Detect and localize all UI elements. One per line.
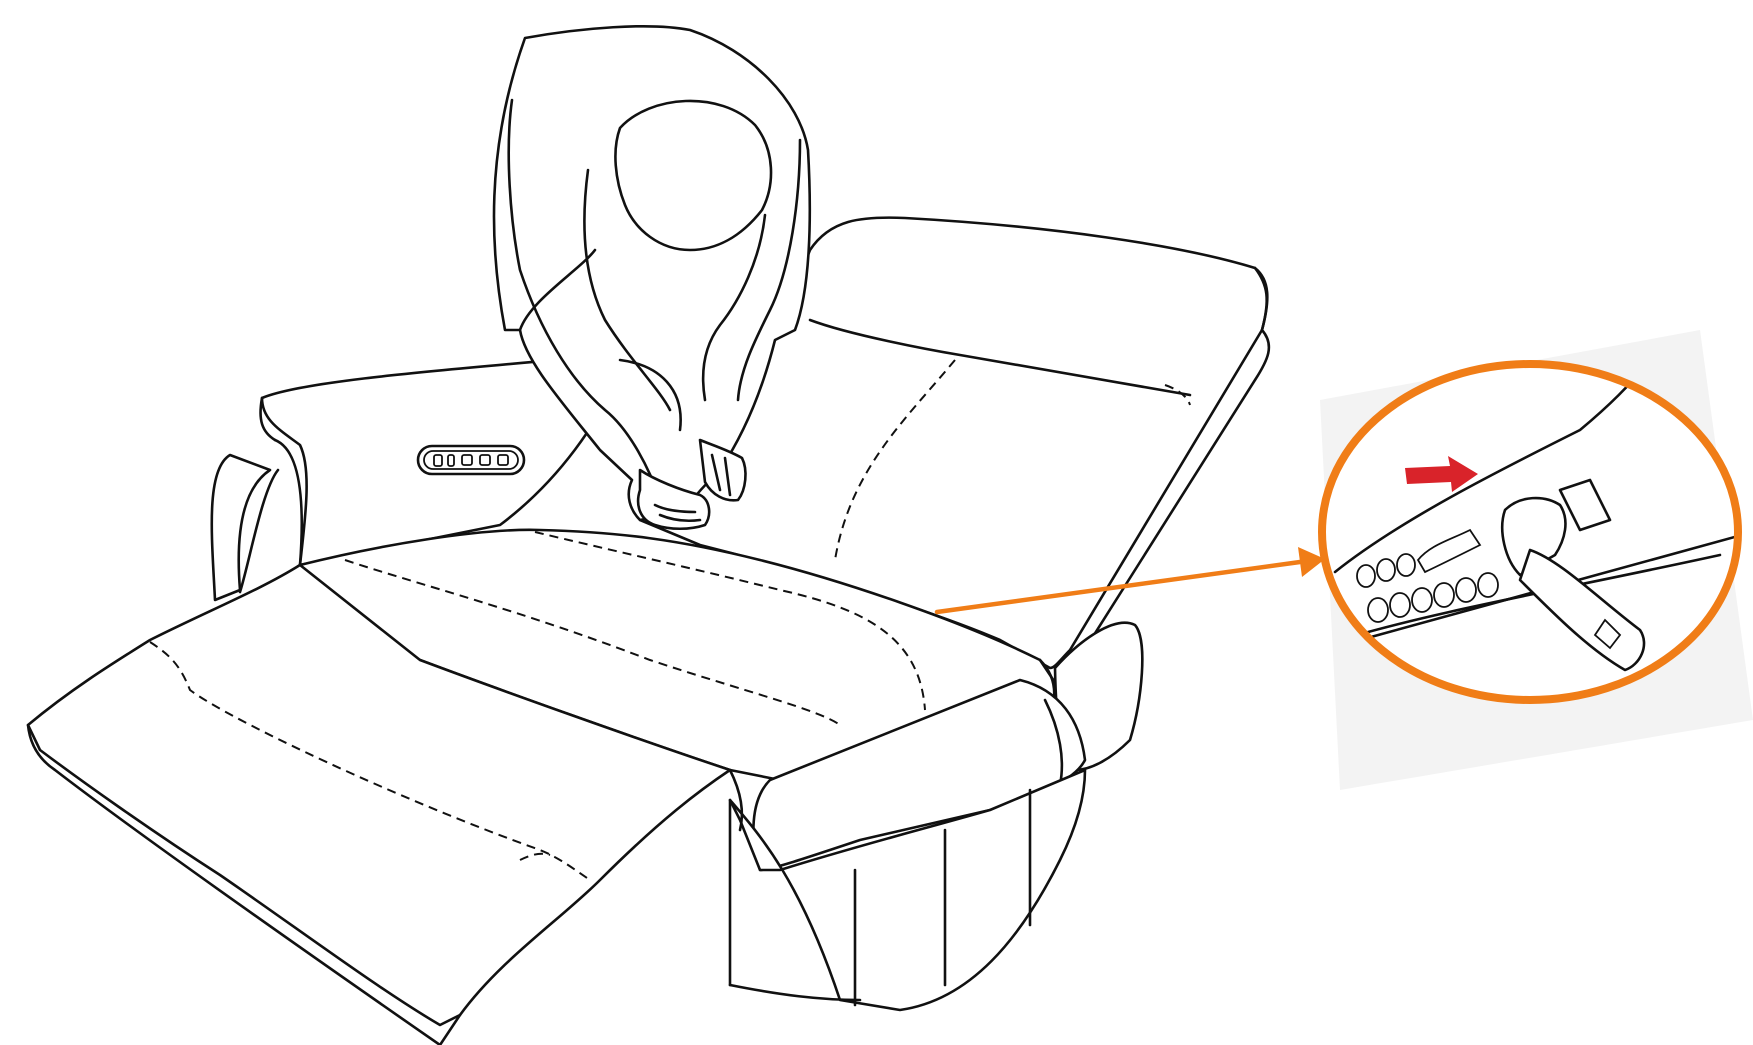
- power-control-panel-icon: [418, 446, 524, 474]
- zipper-detail-inset: [1300, 330, 1753, 790]
